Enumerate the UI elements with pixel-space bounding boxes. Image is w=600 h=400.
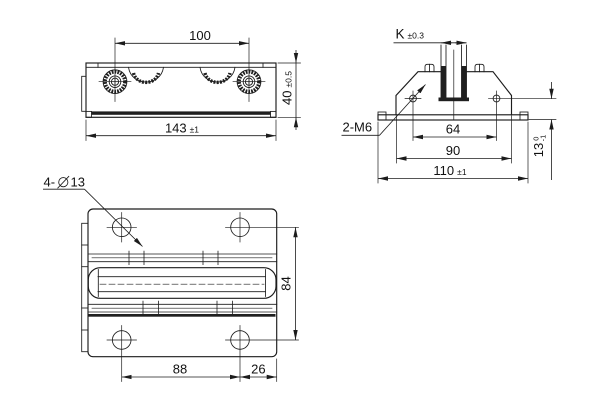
front-body-outline xyxy=(85,62,277,118)
dim-40-label: 40±0.5 xyxy=(280,71,295,105)
top-left-strip xyxy=(81,222,89,353)
dim-143-label: 143±1 xyxy=(165,120,199,135)
side-screw-right xyxy=(474,63,485,73)
side-view: 2-M6 K±0.3 64 90 110±1 xyxy=(341,27,557,184)
dim-K-label: K±0.3 xyxy=(396,27,425,42)
top-hole-tr xyxy=(225,212,299,243)
top-hole-br xyxy=(225,325,299,382)
top-upper-rail xyxy=(87,250,278,265)
front-base-pad xyxy=(91,111,271,115)
dim-slot-width: K±0.3 xyxy=(393,27,467,45)
front-scallop-right xyxy=(199,66,236,85)
diameter-symbol xyxy=(57,175,70,189)
thread-callout: 2-M6 xyxy=(341,84,426,136)
dim-64-label: 64 xyxy=(446,122,460,137)
dim-body-width: 90 xyxy=(396,115,512,164)
thread-label: 2-M6 xyxy=(343,120,373,135)
dim-13-label: 130-1 xyxy=(531,135,547,158)
dim-hole-spacing: 64 xyxy=(413,122,497,140)
hole-count-label: 4- xyxy=(44,175,56,190)
dim-height: 40±0.5 xyxy=(277,50,301,130)
side-base-tab-right xyxy=(519,111,529,121)
side-base-tab-left xyxy=(377,111,387,121)
top-hole-tl xyxy=(106,212,137,243)
dim-88-label: 88 xyxy=(173,361,187,376)
side-body-right xyxy=(465,71,513,116)
side-base xyxy=(377,114,529,121)
dim-bolt-spacing: 100 xyxy=(114,28,250,102)
top-lower-rail xyxy=(87,300,278,317)
dim-84-label: 84 xyxy=(279,276,294,290)
front-scallop-left xyxy=(128,66,164,85)
dim-hole-spacing-horizontal: 88 26 xyxy=(121,358,278,382)
dim-base-width: 110±1 xyxy=(377,121,529,184)
side-screw-left xyxy=(424,63,435,73)
dim-100-label: 100 xyxy=(189,28,211,43)
dim-overall-width: 143±1 xyxy=(85,119,277,141)
front-left-tab xyxy=(81,75,87,112)
top-center-channel xyxy=(87,267,277,299)
dim-26-label: 26 xyxy=(251,361,265,376)
top-hole-bl xyxy=(106,325,137,382)
side-body-left xyxy=(395,71,442,116)
dim-hole-spacing-vertical: 84 xyxy=(279,227,298,340)
dim-90-label: 90 xyxy=(446,143,460,158)
hole-callout: 4- 13 xyxy=(43,175,143,247)
dim-110-label: 110±1 xyxy=(433,163,466,178)
side-slot-channel xyxy=(438,44,469,121)
hole-dia-label: 13 xyxy=(71,175,85,190)
top-view: 4- 13 84 88 26 xyxy=(43,175,299,382)
dim-base-height: 130-1 xyxy=(488,82,557,180)
front-view: 100 143±1 40±0.5 xyxy=(81,28,301,141)
